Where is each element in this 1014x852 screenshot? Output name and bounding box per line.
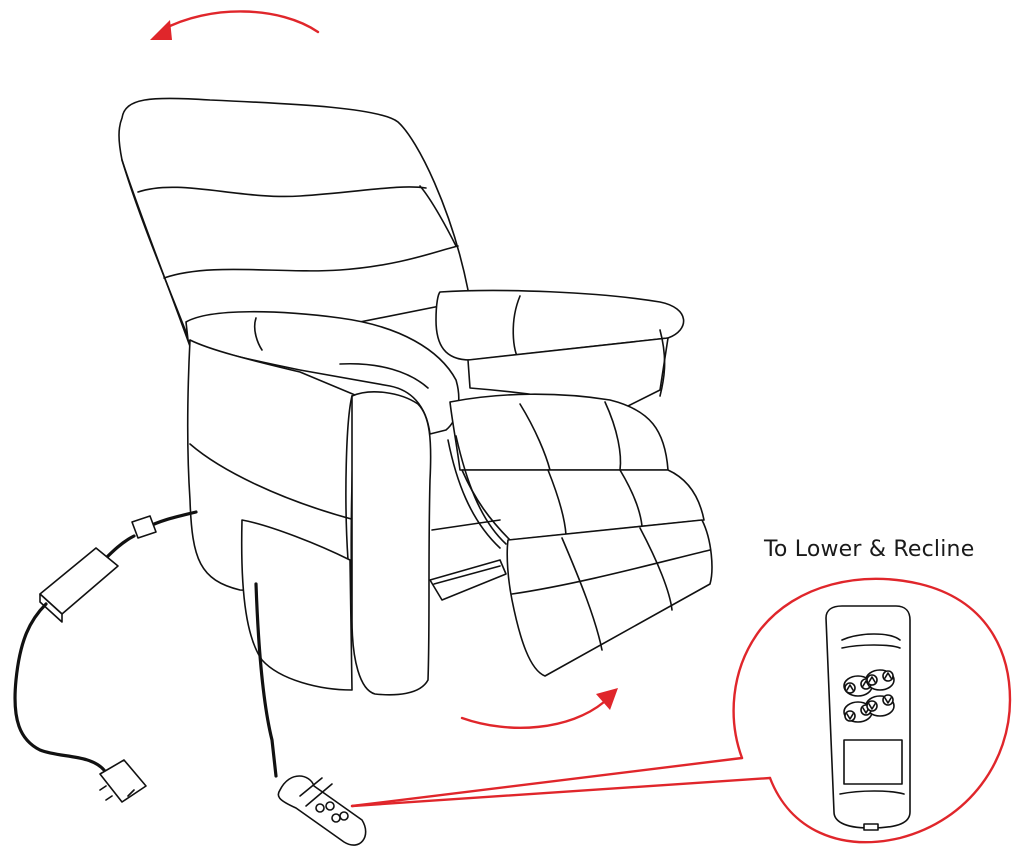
footrest-arrow-bottom	[462, 688, 618, 728]
up-arrow-icon	[845, 683, 855, 693]
recline-arrow-top	[150, 11, 318, 40]
up-arrow-icon	[883, 671, 893, 681]
recliner-chair	[119, 98, 712, 694]
down-arrow-icon	[845, 711, 855, 721]
down-arrow-icon	[867, 701, 877, 711]
up-arrow-icon	[867, 675, 877, 685]
power-supply-cable	[15, 512, 196, 802]
hand-control-small	[278, 776, 365, 845]
remote-display	[844, 740, 902, 784]
callout-leader-lines	[352, 758, 770, 806]
down-arrow-icon	[883, 695, 893, 705]
remote-callout	[734, 579, 1010, 842]
caption-to-lower-recline: To Lower & Recline	[764, 537, 974, 562]
